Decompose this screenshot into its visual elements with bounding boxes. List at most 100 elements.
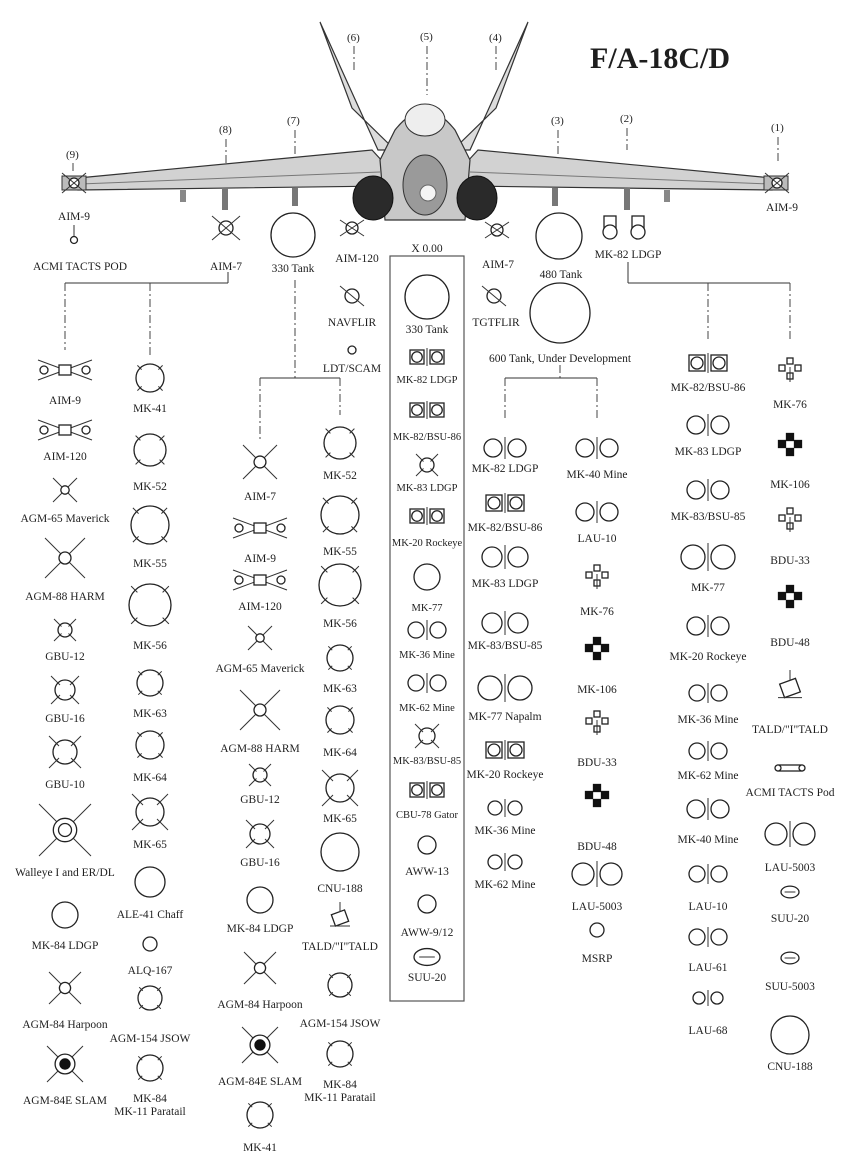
store-icon bbox=[688, 741, 728, 761]
store-label: MK-77 bbox=[691, 582, 725, 594]
store-label: MK-64 bbox=[133, 772, 167, 784]
store-icon bbox=[487, 853, 523, 871]
store-icon bbox=[686, 615, 730, 637]
store-icon bbox=[321, 769, 359, 807]
store-label: MK-83 LDGP bbox=[397, 483, 458, 494]
store-icon bbox=[407, 673, 447, 693]
store-label: AGM-84 Harpoon bbox=[22, 1019, 108, 1031]
store-label: MK-52 bbox=[133, 481, 167, 493]
store-icon bbox=[37, 419, 93, 441]
store-icon bbox=[409, 507, 445, 525]
store-icon bbox=[686, 479, 730, 501]
store-label: AGM-84E SLAM bbox=[218, 1076, 302, 1088]
store-label: AGM-88 HARM bbox=[25, 591, 105, 603]
store-icon bbox=[142, 936, 158, 952]
store-label: MK-82/BSU-86 bbox=[468, 522, 543, 534]
store-icon bbox=[246, 886, 274, 914]
store-icon bbox=[571, 861, 623, 887]
store-label: AGM-154 JSOW bbox=[300, 1018, 381, 1030]
store-icon bbox=[134, 866, 166, 898]
store-label: MK-63 bbox=[133, 708, 167, 720]
store-label: MK-11 Paratail bbox=[304, 1092, 375, 1104]
store-label: NAVFLIR bbox=[328, 317, 377, 329]
store-label: GBU-16 bbox=[240, 857, 280, 869]
store-icon bbox=[409, 401, 445, 419]
store-icon bbox=[778, 670, 802, 699]
store-label: MK-82/BSU-86 bbox=[671, 382, 746, 394]
store-label: AGM-65 Maverick bbox=[20, 513, 109, 525]
store-icon bbox=[53, 618, 77, 642]
store-label: TALD/"I"TALD bbox=[752, 724, 828, 736]
aircraft-stores: AIM-9 ACMI TACTS POD AIM-9 AIM-7 330 Tan… bbox=[33, 172, 798, 375]
store-icon bbox=[52, 477, 78, 503]
store-label: MK-36 Mine bbox=[474, 825, 535, 837]
store-icon bbox=[407, 620, 447, 640]
store-label: CBU-78 Gator bbox=[396, 810, 459, 821]
store-label: GBU-10 bbox=[45, 779, 85, 791]
store-icon bbox=[780, 951, 800, 965]
station-label: (2) bbox=[620, 113, 633, 125]
store-icon bbox=[485, 493, 525, 513]
store-icon bbox=[326, 1040, 354, 1068]
store-icon bbox=[777, 584, 803, 609]
store-icon bbox=[692, 990, 724, 1006]
store-icon bbox=[584, 636, 610, 661]
store-label: CNU-188 bbox=[767, 1061, 813, 1073]
store-label: MK-20 Rockeye bbox=[670, 651, 747, 663]
store-label: BDU-48 bbox=[577, 841, 617, 853]
store-label: 330 Tank bbox=[406, 324, 449, 336]
station-label: (3) bbox=[551, 115, 564, 127]
store-icon bbox=[413, 947, 441, 967]
store-icon bbox=[326, 644, 354, 672]
store-label: MK-83 LDGP bbox=[675, 446, 742, 458]
store-icon bbox=[770, 1015, 810, 1055]
store-label: ACMI TACTS Pod bbox=[746, 787, 835, 799]
store-label: MK-106 bbox=[577, 684, 617, 696]
store-label: GBU-16 bbox=[45, 713, 85, 725]
store-label: AWW-13 bbox=[405, 866, 449, 878]
store-icon bbox=[417, 894, 437, 914]
store-label: BDU-33 bbox=[770, 555, 810, 567]
store-icon bbox=[777, 432, 803, 457]
store-label: MK-52 bbox=[323, 470, 357, 482]
store-label: AGM-154 JSOW bbox=[110, 1033, 191, 1045]
store-icon bbox=[37, 359, 93, 381]
store-label: AIM-9 bbox=[766, 202, 798, 214]
store-label: MK-55 bbox=[133, 558, 167, 570]
store-icon bbox=[246, 1101, 274, 1129]
store-icon bbox=[135, 363, 165, 393]
store-label: MK-64 bbox=[323, 747, 357, 759]
store-label: MK-84 LDGP bbox=[227, 923, 294, 935]
store-label: SUU-5003 bbox=[765, 981, 815, 993]
store-label: TGTFLIR bbox=[472, 317, 520, 329]
store-label: GBU-12 bbox=[240, 794, 280, 806]
store-icon bbox=[128, 583, 172, 627]
station-label: (9) bbox=[66, 149, 79, 161]
station-label: (8) bbox=[219, 124, 232, 136]
store-icon bbox=[584, 783, 610, 808]
store-label: MK-41 bbox=[243, 1142, 277, 1154]
store-label: AIM-7 bbox=[244, 491, 276, 503]
store-icon bbox=[51, 901, 79, 929]
store-label: MK-65 bbox=[323, 813, 357, 825]
store-icon bbox=[320, 495, 360, 535]
station-lines bbox=[72, 46, 779, 172]
store-label: LAU-10 bbox=[578, 533, 617, 545]
store-label: MK-82/BSU-86 bbox=[393, 432, 461, 443]
store-label: MSRP bbox=[582, 953, 613, 965]
store-icon bbox=[133, 433, 167, 467]
store-label: MK-76 bbox=[580, 606, 614, 618]
store-label: SUU-20 bbox=[771, 913, 810, 925]
page-title: F/A-18C/D bbox=[590, 42, 730, 75]
store-label: MK-36 Mine bbox=[677, 714, 738, 726]
store-icon bbox=[248, 763, 272, 787]
store-icon bbox=[778, 507, 802, 532]
store-label: AIM-9 bbox=[49, 395, 81, 407]
store-label: AWW-9/12 bbox=[401, 927, 454, 939]
store-label: MK-84 bbox=[133, 1093, 167, 1105]
store-label: AIM-9 bbox=[58, 211, 90, 223]
store-label: AGM-84 Harpoon bbox=[217, 999, 303, 1011]
store-label: MK-40 Mine bbox=[566, 469, 627, 481]
store-icon bbox=[688, 353, 728, 373]
